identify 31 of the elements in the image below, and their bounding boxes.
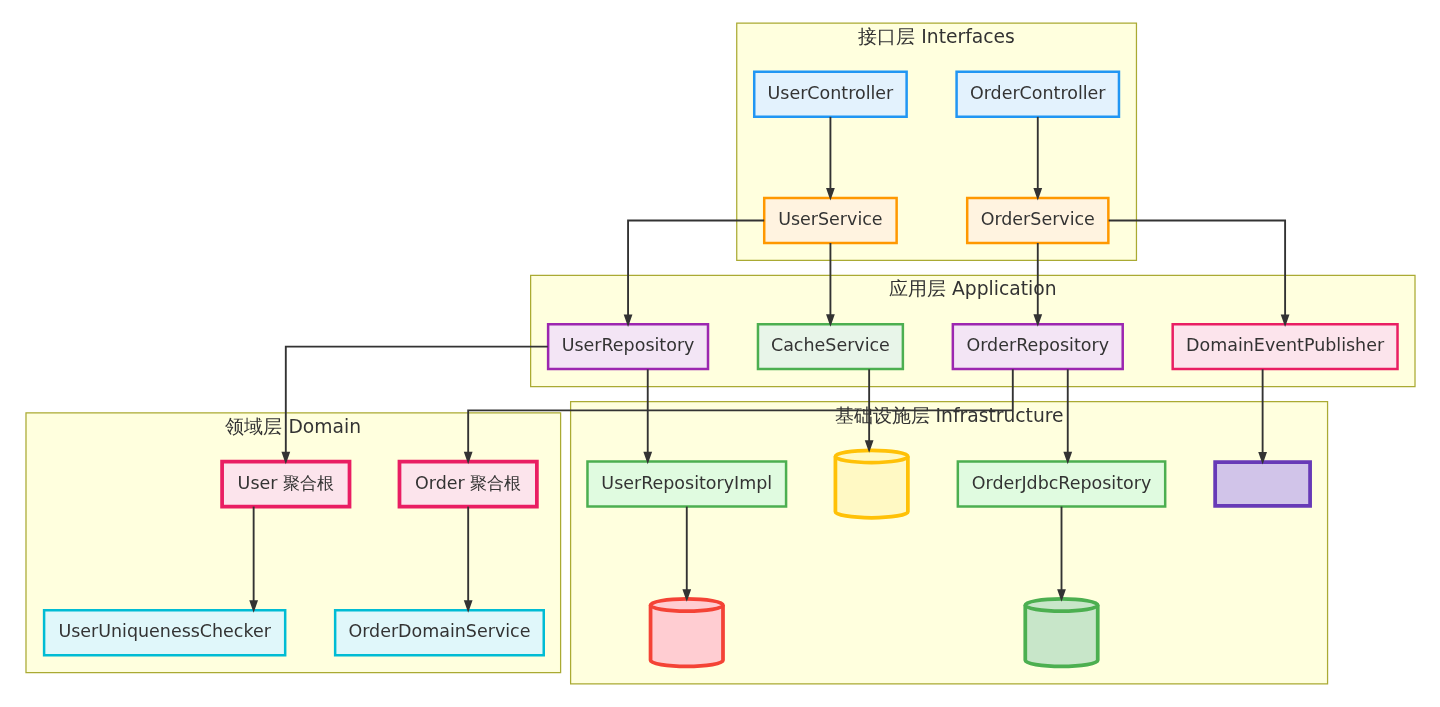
arrow	[864, 368, 874, 453]
node-box: UserController	[752, 70, 908, 119]
arrow	[463, 368, 1014, 465]
arrow	[1107, 219, 1289, 327]
node-box: OrderRepository	[951, 322, 1124, 371]
node-box: Order 聚合根	[397, 459, 539, 509]
arrow	[1062, 368, 1072, 465]
node-box: OrderController	[954, 70, 1120, 119]
node-box: UserService	[762, 196, 898, 245]
arrow	[1056, 505, 1066, 602]
node-box: CacheService	[756, 322, 904, 371]
arrow	[681, 505, 691, 602]
arrow	[642, 368, 652, 465]
node-box: OrderDomainService	[333, 608, 545, 657]
arrow	[623, 219, 765, 327]
node-box: User 聚合根	[219, 459, 351, 509]
node-box	[1212, 460, 1312, 508]
node-box: UserRepository	[546, 322, 709, 371]
arrow	[1032, 115, 1042, 201]
node-box: DomainEventPublisher	[1170, 322, 1399, 371]
arrow	[1257, 368, 1267, 465]
arrow	[825, 115, 835, 201]
node-box: OrderJdbcRepository	[956, 460, 1166, 508]
arrow	[463, 505, 473, 613]
arrow	[248, 505, 258, 613]
node-box: UserRepositoryImpl	[585, 460, 787, 508]
arrow	[280, 345, 549, 465]
arrow	[1032, 242, 1042, 327]
node-box: OrderService	[965, 196, 1110, 245]
arrow	[825, 242, 835, 327]
node-box: UserUniquenessChecker	[42, 608, 286, 657]
